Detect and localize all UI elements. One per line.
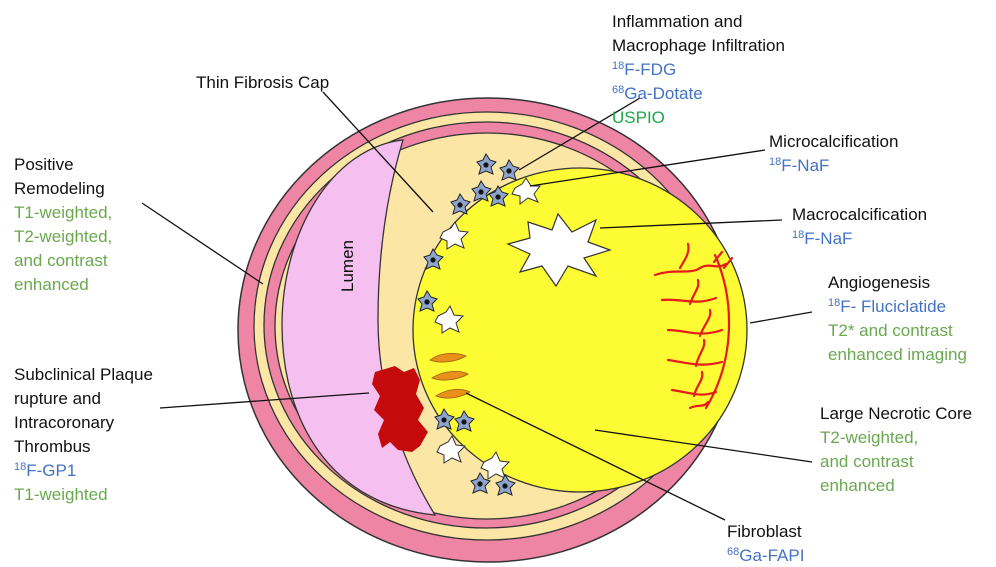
macrocalcification-title: Macrocalcification [792,203,927,227]
angiogenesis-tracer: 18F- Fluciclatide [828,295,967,319]
angiogenesis-title: Angiogenesis [828,271,967,295]
angiogenesis-mri-2: enhanced imaging [828,343,967,367]
necrotic-core-mri-2: and contrast [820,450,972,474]
macrocalcification-label: Macrocalcification 18F-NaF [792,203,927,251]
lumen-label: Lumen [336,240,360,292]
microcalcification-label: Microcalcification 18F-NaF [769,130,898,178]
necrotic-core-label: Large Necrotic Core T2-weighted, and con… [820,402,972,498]
inflammation-title-line2: Macrophage Infiltration [612,34,785,58]
positive-remodeling-title-line1: Positive [14,153,112,177]
thin-fibrosis-cap-label: Thin Fibrosis Cap [196,71,329,95]
subclinical-title-line2: rupture and [14,387,153,411]
positive-remodeling-mri-4: enhanced [14,273,112,297]
necrotic-core-mri-3: enhanced [820,474,972,498]
angiogenesis-mri-1: T2* and contrast [828,319,967,343]
necrotic-core-title: Large Necrotic Core [820,402,972,426]
subclinical-title-line4: Thrombus [14,435,153,459]
positive-remodeling-mri-3: and contrast [14,249,112,273]
inflammation-tracer-dotate: 68Ga-Dotate [612,82,785,106]
macrocalcification-tracer: 18F-NaF [792,227,927,251]
subclinical-mri: T1-weighted [14,483,153,507]
leader-positive-remodeling [142,203,263,284]
necrotic-core-mri-1: T2-weighted, [820,426,972,450]
positive-remodeling-label: Positive Remodeling T1-weighted, T2-weig… [14,153,112,297]
inflammation-uspio: USPIO [612,106,785,130]
positive-remodeling-mri-2: T2-weighted, [14,225,112,249]
fibroblast-title: Fibroblast [727,520,804,544]
microcalcification-tracer: 18F-NaF [769,154,898,178]
subclinical-title-line3: Intracoronary [14,411,153,435]
inflammation-title-line1: Inflammation and [612,10,785,34]
subclinical-tracer: 18F-GP1 [14,459,153,483]
positive-remodeling-title-line2: Remodeling [14,177,112,201]
positive-remodeling-mri-1: T1-weighted, [14,201,112,225]
necrotic-core [413,168,747,492]
subclinical-title-line1: Subclinical Plaque [14,363,153,387]
fibroblast-label: Fibroblast 68Ga-FAPI [727,520,804,567]
inflammation-tracer-fdg: 18F-FDG [612,58,785,82]
fibroblast-tracer: 68Ga-FAPI [727,544,804,567]
subclinical-plaque-label: Subclinical Plaque rupture and Intracoro… [14,363,153,507]
angiogenesis-label: Angiogenesis 18F- Fluciclatide T2* and c… [828,271,967,367]
leader-angiogenesis [750,312,812,323]
thin-fibrosis-cap-title: Thin Fibrosis Cap [196,71,329,95]
microcalcification-title: Microcalcification [769,130,898,154]
inflammation-label: Inflammation and Macrophage Infiltration… [612,10,785,130]
